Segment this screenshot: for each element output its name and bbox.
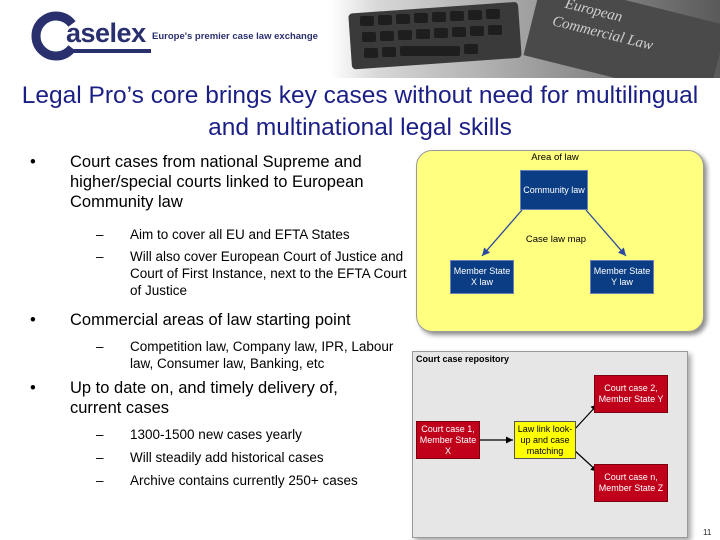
dash-icon: – [96,227,104,242]
law-link-lookup-box: Law link look-up and case matching [514,421,576,459]
header-photo-image: European Commercial Law [330,0,720,78]
dash-icon: – [96,450,104,465]
sub-bullet-text: Archive contains currently 250+ cases [130,473,358,488]
sub-bullet-text: Will also cover European Court of Justic… [130,249,407,298]
case-law-diagram: Area of law Community law Case law map M… [410,146,720,540]
member-state-x-law-box: Member State X law [450,260,514,294]
caselex-logo-c-icon [31,11,76,61]
court-case-n-box: Court case n, Member State Z [594,464,668,502]
bullet-text: Commercial areas of law starting point [70,311,351,329]
bullet-text: Court cases from national Supreme and hi… [70,153,364,211]
sub-bullet-text: Will steadily add historical cases [130,450,324,465]
bullet-icon: • [30,379,36,397]
bullet-text: Up to date on, and timely delivery of, c… [70,379,338,417]
logo-text: aselex [66,18,146,48]
area-of-law-label: Area of law [531,152,579,163]
sub-bullet-text: 1300-1500 new cases yearly [130,427,302,442]
court-case-2-box: Court case 2, Member State Y [594,375,668,413]
dash-icon: – [96,427,104,442]
sub-bullet-text: Aim to cover all EU and EFTA States [130,227,350,242]
page-title: Legal Pro’s core brings key cases withou… [21,82,699,141]
bullet-icon: • [30,153,36,171]
community-law-box: Community law [520,170,588,210]
court-case-1-box: Court case 1, Member State X [416,421,480,459]
page-number: 11 [703,528,712,537]
case-law-map-label: Case law map [525,234,587,245]
logo-underline [66,49,151,53]
bullet-icon: • [30,311,36,329]
member-state-y-law-box: Member State Y law [590,260,654,294]
header: aselex Europe's premier case law exchang… [0,0,720,80]
dash-icon: – [96,339,104,354]
repository-label: Court case repository [416,354,510,364]
tagline: Europe's premier case law exchange [152,31,318,42]
sub-bullet-text: Competition law, Company law, IPR, Labou… [130,339,394,371]
dash-icon: – [96,473,104,488]
dash-icon: – [96,249,104,264]
